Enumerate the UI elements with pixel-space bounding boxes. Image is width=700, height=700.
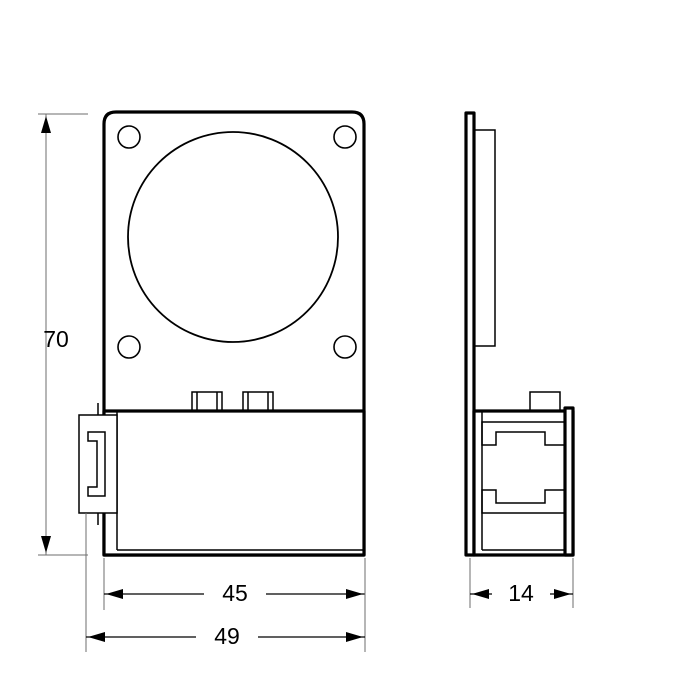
dimension-label-height: 70 — [43, 326, 69, 352]
mounting-hole-bottom-left — [117, 335, 141, 359]
central-circle — [127, 131, 339, 343]
width49-arrow-right — [346, 632, 363, 642]
width45-label-mask — [204, 582, 266, 606]
front-lower-body-block — [102, 409, 366, 557]
dimension-overall-width: 49 — [85, 513, 366, 652]
mounting-hole-top-right — [333, 125, 357, 149]
side-terminal-tab — [529, 391, 561, 412]
terminal-tabs — [191, 391, 274, 412]
left-connector-bracket — [78, 414, 118, 514]
front-view — [78, 110, 366, 557]
dimension-overall-depth: 14 — [469, 558, 574, 608]
mounting-hole-bottom-right — [333, 335, 357, 359]
connector-bracket-inner-profile — [87, 431, 106, 497]
dimension-label-overall-width: 49 — [214, 623, 240, 649]
side-internal-recess-upper — [481, 421, 566, 446]
dimension-overall-height: 70 — [38, 113, 88, 556]
depth-label-mask — [492, 582, 550, 606]
mounting-hole-top-left — [117, 125, 141, 149]
dimension-label-body-width: 45 — [222, 580, 248, 606]
width49-arrow-left — [88, 632, 105, 642]
side-internal-recess-lower — [481, 489, 566, 514]
dimension-label-depth: 14 — [508, 580, 534, 606]
side-plate-edge — [464, 111, 476, 557]
height-arrow-bottom — [41, 536, 51, 553]
depth-arrow-left — [472, 589, 489, 599]
connector-bracket-body — [78, 414, 118, 514]
height-arrow-top — [41, 116, 51, 133]
width45-arrow-left — [106, 589, 123, 599]
side-inner-panel — [474, 129, 496, 347]
side-body-right-edge — [563, 406, 575, 557]
side-view — [464, 111, 575, 557]
width45-arrow-right — [346, 589, 363, 599]
width49-label-mask — [196, 625, 258, 649]
depth-arrow-right — [554, 589, 571, 599]
dimension-body-width: 45 — [103, 558, 366, 610]
